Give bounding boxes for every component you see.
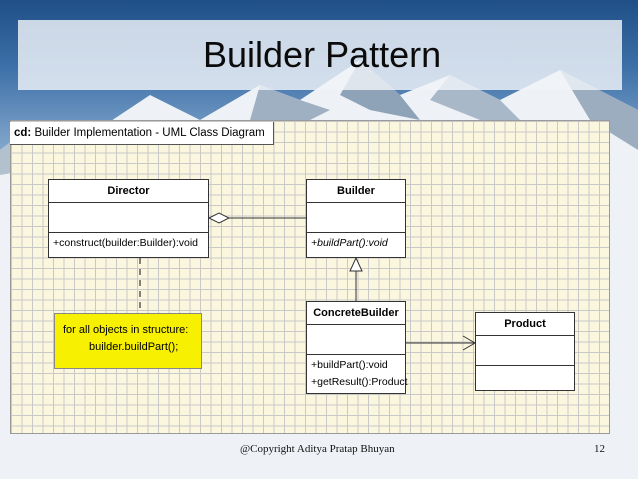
- product-class-name: Product: [476, 313, 574, 336]
- note-line-2: builder.buildPart();: [89, 341, 179, 353]
- note-line-1: for all objects in structure:: [63, 324, 189, 336]
- director-class-name: Director: [49, 180, 208, 203]
- director-operation: +construct(builder:Builder):void: [53, 237, 199, 249]
- diagram-frame-tab: cd: Builder Implementation - UML Class D…: [10, 122, 274, 145]
- builder-class-name: Builder: [307, 180, 405, 203]
- slide-title: Builder Pattern: [203, 34, 442, 75]
- builder-class: Builder +buildPart():void: [306, 179, 406, 258]
- footer-copyright: @Copyright Aditya Pratap Bhuyan: [240, 443, 395, 455]
- director-class: Director +construct(builder:Builder):voi…: [48, 179, 209, 258]
- frame-kind: cd:: [14, 127, 32, 139]
- dependency-connector: [406, 335, 476, 351]
- product-class: Product: [475, 312, 575, 391]
- director-attributes: [49, 203, 208, 233]
- frame-title: Builder Implementation - UML Class Diagr…: [34, 127, 265, 139]
- concrete-builder-class-name: ConcreteBuilder: [307, 302, 405, 325]
- title-panel: [18, 20, 622, 90]
- product-attributes: [476, 336, 574, 366]
- builder-attributes: [307, 203, 405, 233]
- concrete-builder-class: ConcreteBuilder +buildPart():void +getRe…: [306, 301, 408, 394]
- concrete-builder-attributes: [307, 325, 405, 355]
- concrete-builder-operation-get-result: +getResult():Product: [311, 376, 408, 388]
- page-number: 12: [594, 443, 605, 455]
- builder-operation: +buildPart():void: [311, 237, 388, 249]
- uml-note: for all objects in structure: builder.bu…: [54, 313, 202, 369]
- aggregation-connector: [207, 212, 306, 224]
- generalization-connector: [349, 256, 363, 301]
- concrete-builder-operation-build-part: +buildPart():void: [311, 359, 388, 371]
